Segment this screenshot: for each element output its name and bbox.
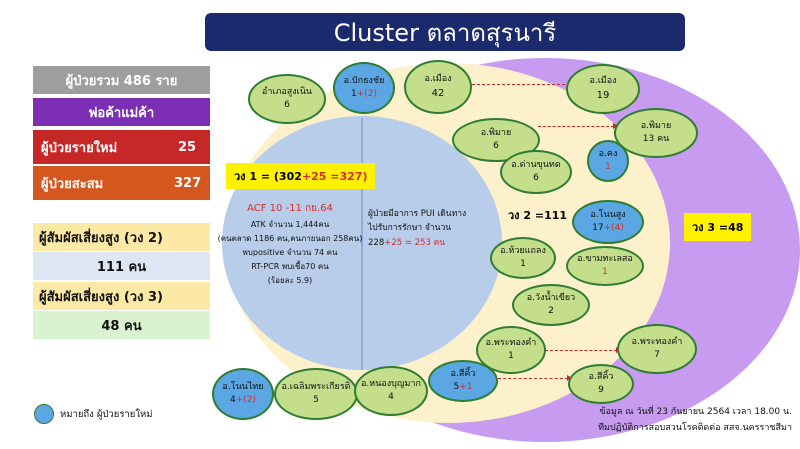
cumulative-patients-value: 327	[174, 175, 202, 191]
core-left-text: ACF 10 -11 กย.64 ATK จำนวน 1,444คน (คนตล…	[218, 200, 363, 288]
atk-detail-text: (คนตลาด 1186 คน,คนภายนอก 258คน)	[217, 233, 363, 243]
arrow-sikhio	[498, 375, 572, 381]
total-patients-box: ผู้ป่วยรวม 486 ราย	[33, 66, 210, 94]
node-pakthongchai: อ.ปักธงชัย 1+(2)	[333, 62, 395, 114]
vendors-box: พ่อค้าแม่ค้า	[33, 98, 210, 126]
node-nonsung: อ.โนนสูง 17+(4)	[572, 200, 644, 244]
arrow-phrathongkham	[545, 347, 621, 353]
footer-team: ทีมปฏิบัติการสอบสวนโรคติดต่อ สสจ.นครราชส…	[598, 423, 792, 434]
contact-ring3-value: 48 คน	[101, 318, 142, 334]
contact-ring3-label-box: ผู้สัมผัสเสี่ยงสูง (วง 3)	[33, 282, 210, 310]
acf-text: ACF 10 -11 กย.64	[247, 203, 333, 214]
node-sikhio-inner: อ.สีคิ้ว 5+1	[428, 360, 498, 402]
node-nonthai: อ.โนนไทย 4+(2)	[212, 368, 274, 420]
vendors-text: พ่อค้าแม่ค้า	[88, 105, 155, 121]
pui-line3: 228+25 = 253 คน	[368, 237, 446, 248]
node-chaloemphrakiat: อ.เฉลิมพระเกียรติ5	[274, 368, 358, 420]
positive-text: พบpositive จำนวน 74 คน	[242, 247, 338, 257]
arrow-mueang	[472, 81, 574, 87]
pui-line2: ไปรับการรักษา จำนวน	[368, 223, 452, 234]
rtpcr-text: RT-PCR พบเชื้อ70 คน	[251, 261, 329, 271]
total-patients-text: ผู้ป่วยรวม 486 ราย	[65, 73, 178, 89]
pui-line1: ผู้ป่วยมีอาการ PUI เดินทาง	[368, 209, 467, 219]
footer-date: ข้อมูล ณ วันที่ 23 กันยายน 2564 เวลา 18.…	[599, 407, 792, 417]
new-patients-label: ผู้ป่วยรายใหม่	[41, 140, 118, 156]
contact-ring2-value: 111 คน	[96, 259, 147, 275]
contact-ring2-label: ผู้สัมผัสเสี่ยงสูง (วง 2)	[39, 230, 163, 246]
ring1-label: วง 1 = (302+25 =327)	[226, 163, 376, 189]
legend: หมายถึง ผู้ป่วยรายใหม่	[34, 404, 153, 424]
footer: ข้อมูล ณ วันที่ 23 กันยายน 2564 เวลา 18.…	[540, 404, 792, 436]
arrow-phimai	[538, 123, 618, 129]
contact-ring2-label-box: ผู้สัมผัสเสี่ยงสูง (วง 2)	[33, 223, 210, 251]
ring2-label: วง 2 =111	[508, 209, 568, 222]
new-patient-marker-icon	[34, 404, 54, 424]
cumulative-patients-box: ผู้ป่วยสะสม 327	[33, 166, 210, 200]
new-patients-box: ผู้ป่วยรายใหม่ 25	[33, 130, 210, 164]
cumulative-patients-label: ผู้ป่วยสะสม	[41, 176, 104, 192]
atk-text: ATK จำนวน 1,444คน	[250, 219, 330, 229]
contact-ring3-label: ผู้สัมผัสเสี่ยงสูง (วง 3)	[39, 289, 163, 305]
contact-ring3-value-box: 48 คน	[33, 311, 210, 339]
page-title: Cluster ตลาดสุรนารี	[205, 13, 685, 51]
core-right-text: ผู้ป่วยมีอาการ PUI เดินทาง ไปรับการรักษา…	[368, 207, 496, 250]
rate-text: (ร้อยละ 5.9)	[267, 275, 313, 285]
contact-ring2-value-box: 111 คน	[33, 252, 210, 280]
new-patients-value: 25	[178, 139, 197, 155]
ring3-label: วง 3 =48	[684, 213, 752, 241]
legend-text: หมายถึง ผู้ป่วยรายใหม่	[60, 408, 153, 420]
